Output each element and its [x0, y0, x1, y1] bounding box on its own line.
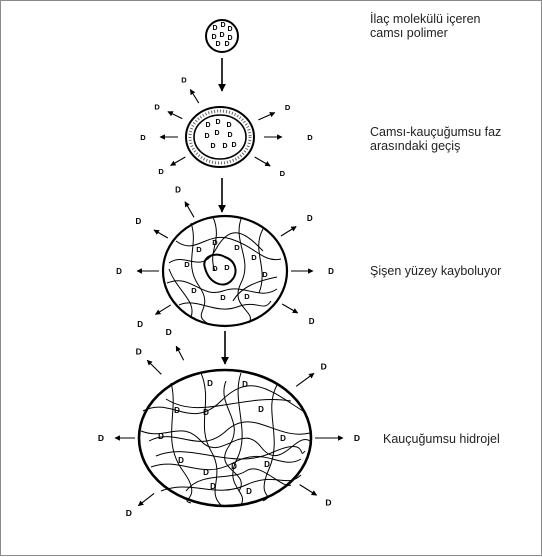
drug-molecule-label: D: [231, 142, 236, 149]
drug-molecule-label: D: [231, 462, 237, 471]
drug-molecule-label: D: [181, 75, 187, 84]
drug-molecule-label: D: [262, 270, 268, 279]
drug-molecule-label: D: [220, 293, 226, 302]
drug-molecule-label: D: [158, 167, 164, 176]
release-arrow: [282, 304, 298, 313]
drug-molecule-label: D: [251, 253, 257, 262]
drug-molecule-label: D: [174, 406, 180, 415]
drug-molecule-label: D: [212, 238, 218, 247]
drug-molecule-label: D: [280, 434, 286, 443]
drug-molecule-label: D: [227, 132, 232, 139]
drug-molecule-label: D: [158, 432, 164, 441]
drug-molecule-label: D: [224, 263, 230, 272]
stage-2-label-line-2: arasındaki geçiş: [370, 139, 501, 153]
stage-4-label-line-1: Kauçuğumsu hidrojel: [383, 432, 500, 446]
drug-molecule-label: D: [242, 380, 248, 389]
drug-molecule-label: D: [244, 292, 250, 301]
drug-molecule-label: D: [204, 133, 209, 140]
release-arrow: [190, 90, 198, 104]
drug-molecule-label: D: [212, 264, 218, 273]
stage-1-label-line-1: İlaç molekülü içeren: [370, 12, 480, 26]
drug-molecule-label: D: [166, 327, 172, 337]
drug-molecule-label: D: [203, 408, 209, 417]
release-arrow: [154, 230, 168, 238]
drug-molecule-label: D: [280, 169, 286, 178]
drug-molecule-label: D: [137, 320, 143, 329]
drug-molecule-label: D: [210, 143, 215, 150]
drug-molecule-label: D: [116, 267, 122, 276]
drug-molecule-label: D: [354, 433, 360, 443]
drug-molecule-label: D: [210, 482, 216, 491]
stage-3-label: Şişen yüzey kayboluyor: [370, 264, 501, 278]
drug-molecule-label: D: [214, 130, 219, 137]
drug-molecule-label: D: [328, 267, 334, 276]
drug-molecule-label: D: [285, 103, 291, 112]
drug-molecule-label: D: [234, 243, 240, 252]
drug-molecule-label: D: [307, 133, 313, 142]
stage-4-label: Kauçuğumsu hidrojel: [383, 432, 500, 446]
release-arrow: [147, 360, 161, 374]
release-arrow: [176, 346, 184, 360]
drug-molecule-label: D: [184, 260, 190, 269]
drug-molecule-label: D: [126, 508, 132, 518]
drug-molecule-label: D: [219, 32, 224, 39]
stage-1-label-line-2: camsı polimer: [370, 26, 480, 40]
drug-molecule-label: D: [191, 286, 197, 295]
drug-molecule-label: D: [264, 460, 270, 469]
drug-molecule-label: D: [154, 102, 160, 111]
release-arrow: [296, 373, 314, 386]
release-arrow: [281, 226, 296, 236]
drug-molecule-label: D: [178, 456, 184, 465]
release-arrow: [171, 157, 186, 166]
drug-molecule-label: D: [212, 25, 217, 32]
drug-molecule-label: D: [325, 498, 331, 508]
drug-molecule-label: D: [307, 214, 313, 223]
drug-molecule-label: D: [211, 34, 216, 41]
drug-molecule-label: D: [196, 245, 202, 254]
release-arrow: [168, 112, 182, 119]
drug-molecule-label: D: [258, 405, 264, 414]
release-arrow: [255, 157, 271, 166]
drug-molecule-label: D: [136, 347, 142, 357]
drug-molecule-label: D: [215, 41, 220, 48]
drug-molecule-label: D: [220, 22, 225, 29]
drug-molecule-label: D: [215, 119, 220, 126]
transition-particle: [186, 107, 254, 167]
stage-2-label-line-1: Camsı-kauçuğumsu faz: [370, 125, 501, 139]
release-arrow: [185, 202, 194, 218]
drug-molecule-label: D: [226, 122, 231, 129]
drug-molecule-label: D: [207, 379, 213, 388]
release-arrow: [138, 493, 154, 505]
release-arrow: [155, 305, 170, 315]
drug-molecule-label: D: [140, 133, 146, 142]
drug-molecule-label: D: [246, 487, 252, 496]
drug-molecule-label: D: [222, 143, 227, 150]
drug-molecule-label: D: [321, 361, 327, 371]
drug-molecule-label: D: [203, 468, 209, 477]
drug-molecule-label: D: [175, 186, 181, 195]
drug-molecule-label: D: [227, 26, 232, 33]
stage-1-label: İlaç molekülü içeren camsı polimer: [370, 12, 480, 40]
release-arrow: [258, 113, 274, 120]
release-arrow: [300, 485, 317, 496]
stage-2-label: Camsı-kauçuğumsu faz arasındaki geçiş: [370, 125, 501, 153]
stage-3-label-line-1: Şişen yüzey kayboluyor: [370, 264, 501, 278]
drug-molecule-label: D: [205, 122, 210, 129]
drug-molecule-label: D: [309, 317, 315, 326]
drug-molecule-label: D: [224, 41, 229, 48]
drug-molecule-label: D: [98, 433, 104, 443]
drug-molecule-label: D: [136, 217, 142, 226]
